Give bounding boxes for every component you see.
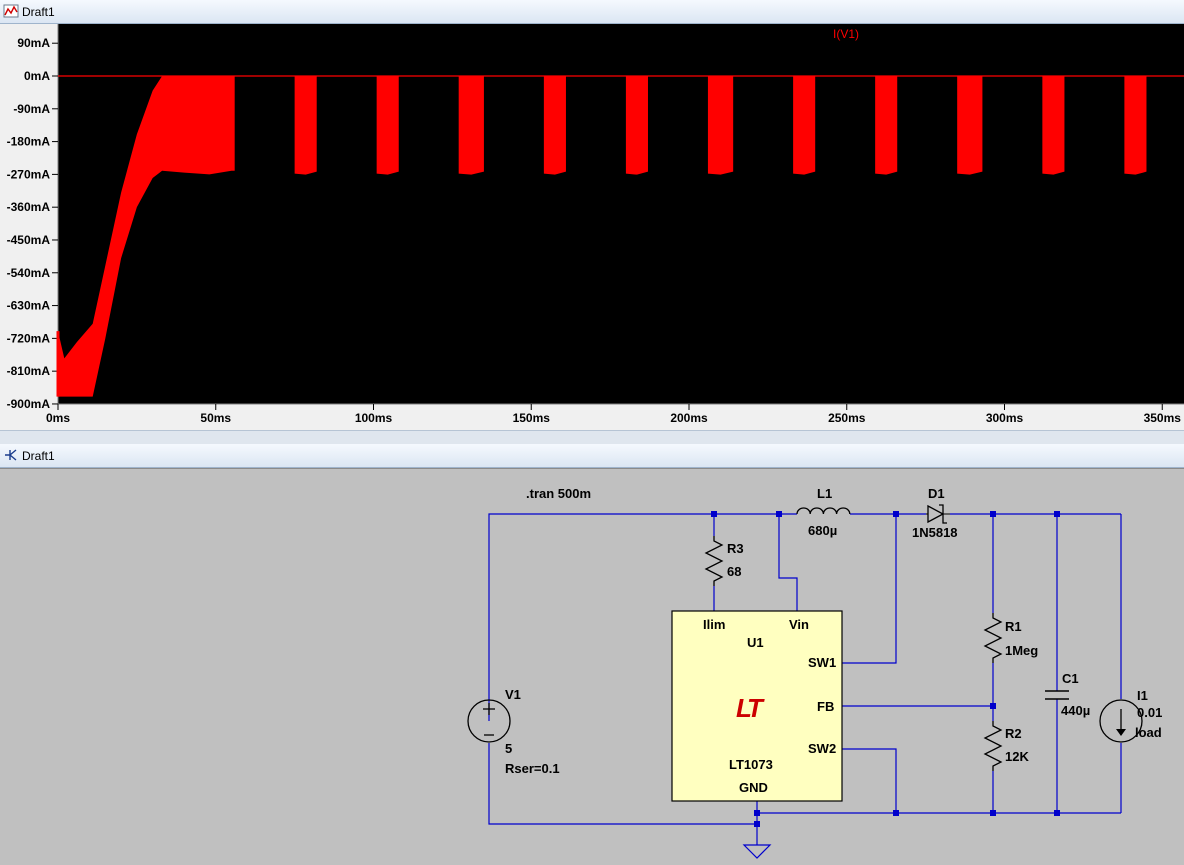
x-tick-label: 200ms bbox=[670, 411, 708, 425]
wires bbox=[488, 513, 1122, 845]
y-tick-label: 0mA bbox=[24, 69, 50, 83]
i1-value: 0.01 bbox=[1137, 705, 1162, 720]
u1-ref: U1 bbox=[747, 635, 764, 650]
waveform-viewer[interactable]: 90mA 0mA -90mA -180mA -270mA -360mA -450mA -540… bbox=[0, 24, 1184, 430]
pin-sw2: SW2 bbox=[808, 741, 836, 756]
u1-part: LT1073 bbox=[729, 757, 773, 772]
y-tick-label: -900mA bbox=[7, 397, 51, 411]
pin-ilim: Ilim bbox=[703, 617, 725, 632]
diode-d1[interactable]: D1 1N5818 bbox=[912, 486, 958, 540]
y-tick-label: -180mA bbox=[7, 135, 51, 149]
plot-area[interactable] bbox=[58, 24, 1184, 404]
trace-label[interactable]: I(V1) bbox=[833, 27, 859, 41]
schematic-editor[interactable]: .tran 500m bbox=[0, 468, 1184, 865]
spice-directive[interactable]: .tran 500m bbox=[526, 486, 591, 501]
resistor-r2[interactable]: R2 12K bbox=[983, 721, 1029, 771]
i1-ref: I1 bbox=[1137, 688, 1148, 703]
schematic-canvas[interactable]: .tran 500m bbox=[0, 469, 1184, 865]
y-tick-label: -270mA bbox=[7, 167, 51, 181]
v1-value: 5 bbox=[505, 741, 512, 756]
waveform-chart[interactable]: 90mA 0mA -90mA -180mA -270mA -360mA -450mA -540… bbox=[0, 24, 1184, 430]
trace-i-v1 bbox=[56, 75, 1184, 397]
ic-u1-lt1073[interactable]: Ilim Vin U1 SW1 FB SW2 LT1073 GND LT bbox=[671, 610, 843, 802]
resistor-r3[interactable]: R3 68 bbox=[704, 536, 744, 586]
trace-switching-burst bbox=[1042, 76, 1065, 175]
y-tick-label: -360mA bbox=[7, 200, 51, 214]
x-tick-label: 350ms bbox=[1144, 411, 1182, 425]
r2-ref: R2 bbox=[1005, 726, 1022, 741]
y-tick-label: -630mA bbox=[7, 299, 51, 313]
trace-switching-burst bbox=[957, 76, 983, 175]
y-tick-label: -540mA bbox=[7, 266, 51, 280]
c1-ref: C1 bbox=[1062, 671, 1079, 686]
x-tick-label: 0ms bbox=[46, 411, 70, 425]
r1-value: 1Meg bbox=[1005, 643, 1038, 658]
voltage-source-v1[interactable]: V1 5 Rser=0.1 bbox=[467, 687, 560, 776]
d1-value: 1N5818 bbox=[912, 525, 958, 540]
v1-ref: V1 bbox=[505, 687, 521, 702]
v1-rser: Rser=0.1 bbox=[505, 761, 560, 776]
trace-switching-burst bbox=[458, 76, 484, 175]
c1-value: 440µ bbox=[1061, 703, 1090, 718]
l1-ref: L1 bbox=[817, 486, 832, 501]
pin-fb: FB bbox=[817, 699, 834, 714]
trace-switching-burst bbox=[1124, 76, 1147, 175]
capacitor-c1[interactable]: C1 440µ bbox=[1045, 671, 1090, 718]
r3-ref: R3 bbox=[727, 541, 744, 556]
trace-switching-burst bbox=[294, 76, 317, 175]
trace-switching-burst bbox=[707, 76, 734, 175]
x-axis: 0ms 50ms 100ms 150ms 200ms 250ms 300ms 350ms bbox=[46, 403, 1184, 425]
plot-window-titlebar[interactable]: Draft1 bbox=[0, 0, 1184, 24]
d1-ref: D1 bbox=[928, 486, 945, 501]
r2-value: 12K bbox=[1005, 749, 1029, 764]
trace-startup-envelope bbox=[58, 76, 235, 397]
trace-switching-burst bbox=[376, 76, 399, 175]
inductor-l1[interactable]: L1 680µ bbox=[796, 486, 851, 538]
trace-switching-burst bbox=[625, 76, 648, 175]
x-tick-label: 50ms bbox=[200, 411, 231, 425]
x-tick-label: 250ms bbox=[828, 411, 866, 425]
plot-window-title: Draft1 bbox=[22, 5, 55, 19]
y-tick-label: -810mA bbox=[7, 364, 51, 378]
trace-switching-burst bbox=[875, 76, 898, 175]
resistor-r1[interactable]: R1 1Meg bbox=[983, 613, 1038, 663]
pane-splitter[interactable] bbox=[0, 430, 1184, 444]
y-axis: 90mA 0mA -90mA -180mA -270mA -360mA -450mA -540… bbox=[7, 24, 59, 411]
trace-switching-burst bbox=[543, 76, 566, 175]
x-tick-label: 100ms bbox=[355, 411, 393, 425]
wire-junctions bbox=[711, 511, 1060, 827]
pin-vin: Vin bbox=[789, 617, 809, 632]
x-tick-label: 150ms bbox=[513, 411, 551, 425]
pin-sw1: SW1 bbox=[808, 655, 836, 670]
y-tick-label: -720mA bbox=[7, 331, 51, 345]
i1-load: load bbox=[1135, 725, 1162, 740]
trace-switching-burst bbox=[793, 76, 816, 175]
y-tick-label: -90mA bbox=[13, 102, 50, 116]
current-source-i1[interactable]: I1 0.01 load bbox=[1099, 688, 1162, 743]
ground-symbol[interactable] bbox=[742, 844, 772, 859]
waveform-icon bbox=[3, 4, 19, 18]
schematic-icon bbox=[5, 449, 17, 461]
y-tick-label: 90mA bbox=[17, 36, 50, 50]
pin-gnd: GND bbox=[739, 780, 768, 795]
schematic-window-title: Draft1 bbox=[22, 449, 55, 463]
r3-value: 68 bbox=[727, 564, 741, 579]
y-tick-label: -450mA bbox=[7, 233, 51, 247]
x-tick-label: 300ms bbox=[986, 411, 1024, 425]
r1-ref: R1 bbox=[1005, 619, 1022, 634]
schematic-window-titlebar[interactable]: Draft1 bbox=[0, 444, 1184, 468]
l1-value: 680µ bbox=[808, 523, 837, 538]
